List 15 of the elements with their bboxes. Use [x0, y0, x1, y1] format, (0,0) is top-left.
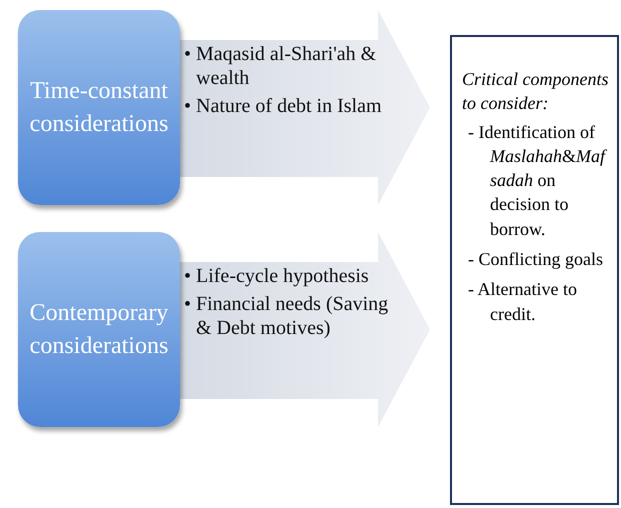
bullet-text: • Financial needs (Saving & Debt motives)	[184, 292, 390, 340]
rounded-box	[18, 232, 180, 427]
bullet-text: • Nature of debt in Islam	[184, 94, 382, 118]
list-item: - Conflicting goals	[468, 248, 604, 272]
arrow-shape	[180, 232, 430, 427]
bullet-text: • Life-cycle hypothesis	[184, 264, 370, 288]
arrow-shape	[180, 10, 430, 205]
rounded-box	[18, 10, 180, 205]
box-label: Contemporary considerations	[28, 299, 170, 360]
box-label: Time-constant considerations	[28, 77, 170, 138]
text-panel	[450, 35, 619, 505]
panel-heading: Critical components to consider:	[462, 68, 609, 116]
bullet-text: • Maqasid al-Shari'ah & wealth	[184, 42, 378, 90]
list-item: - Alternative to credit.	[468, 278, 578, 326]
list-item: - Identification of Maslahah&Mafsadah on decision to borrow.	[468, 120, 608, 241]
